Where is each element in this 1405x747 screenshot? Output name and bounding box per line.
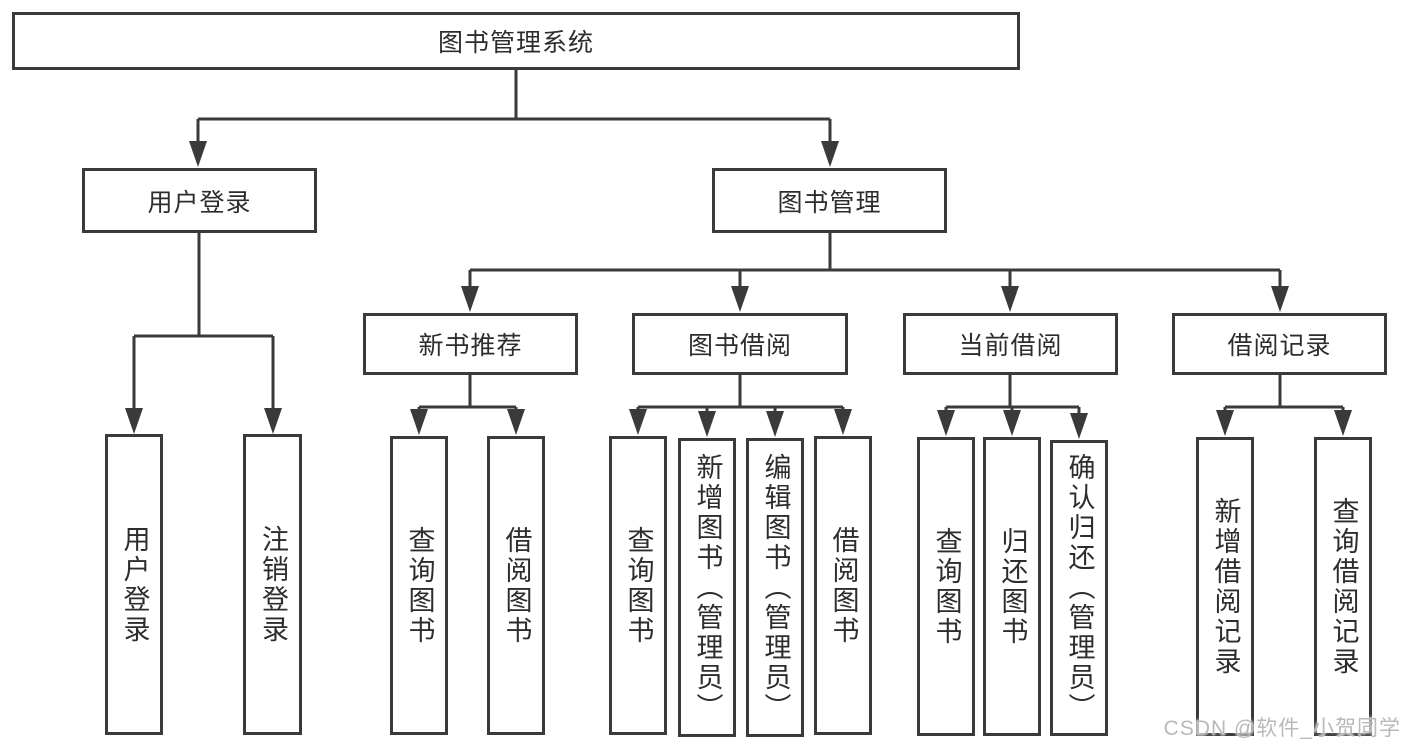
node-current-borrowing: 当前借阅 <box>903 313 1118 375</box>
leaf-user-login: 用户登录 <box>105 434 163 735</box>
leaf-current-confirm-return: 确认归还（管理员） <box>1050 440 1108 736</box>
connector-book-borrowing-branch <box>636 375 845 414</box>
csdn-watermark: CSDN @软件_小贺同学 <box>1163 717 1401 740</box>
node-root-label: 图书管理系统 <box>437 29 594 57</box>
leaf-records-add-record-label: 新增借阅记录 <box>1210 496 1241 677</box>
leaf-recommend-query-books-label: 查询图书 <box>404 525 435 646</box>
node-root: 图书管理系统 <box>12 12 1020 70</box>
node-user-login-label: 用户登录 <box>147 188 252 217</box>
leaf-borrowing-borrow-books-label: 借阅图书 <box>828 525 859 646</box>
node-current-borrowing-label: 当前借阅 <box>958 332 1063 360</box>
leaf-logout-label: 注销登录 <box>258 524 288 645</box>
connector-root-branch <box>196 70 832 144</box>
leaf-borrowing-query-books-label: 查询图书 <box>623 525 654 646</box>
leaf-records-query-record-label: 查询借阅记录 <box>1328 496 1359 677</box>
leaf-recommend-borrow-books-label: 借阅图书 <box>501 525 532 646</box>
leaf-recommend-borrow-books: 借阅图书 <box>487 436 545 735</box>
leaf-current-return-books-label: 归还图书 <box>997 526 1028 647</box>
connector-user-login-branch <box>132 233 275 411</box>
leaf-borrowing-query-books: 查询图书 <box>609 436 667 735</box>
leaf-user-login-label: 用户登录 <box>119 524 150 645</box>
node-book-borrowing: 图书借阅 <box>632 313 848 375</box>
leaf-borrowing-edit-books-label: 编辑图书（管理员） <box>760 452 791 723</box>
node-book-management-label: 图书管理 <box>777 188 882 217</box>
leaf-recommend-query-books: 查询图书 <box>390 436 448 735</box>
connector-borrowing-records-branch <box>1223 375 1345 414</box>
node-new-book-recommend: 新书推荐 <box>363 313 578 375</box>
leaf-current-query-books-label: 查询图书 <box>931 526 962 647</box>
leaf-borrowing-edit-books: 编辑图书（管理员） <box>746 438 804 737</box>
node-user-login: 用户登录 <box>82 168 317 233</box>
node-borrowing-records: 借阅记录 <box>1172 313 1387 375</box>
connector-new-book-recommend-branch <box>417 375 518 413</box>
leaf-borrowing-add-books-label: 新增图书（管理员） <box>692 452 723 723</box>
leaf-current-confirm-return-label: 确认归还（管理员） <box>1064 453 1095 723</box>
leaf-current-query-books: 查询图书 <box>917 437 975 736</box>
leaf-borrowing-add-books: 新增图书（管理员） <box>678 438 736 737</box>
node-book-management: 图书管理 <box>712 168 947 233</box>
leaf-current-return-books: 归还图书 <box>983 437 1041 736</box>
leaf-borrowing-borrow-books: 借阅图书 <box>814 436 872 735</box>
node-borrowing-records-label: 借阅记录 <box>1227 332 1332 360</box>
connector-current-borrowing-branch <box>944 375 1081 416</box>
leaf-records-query-record: 查询借阅记录 <box>1314 437 1372 736</box>
leaf-logout: 注销登录 <box>243 434 302 735</box>
node-new-book-recommend-label: 新书推荐 <box>418 332 523 360</box>
connector-book-management-branch <box>468 233 1282 289</box>
node-book-borrowing-label: 图书借阅 <box>687 332 792 360</box>
leaf-records-add-record: 新增借阅记录 <box>1196 437 1254 736</box>
